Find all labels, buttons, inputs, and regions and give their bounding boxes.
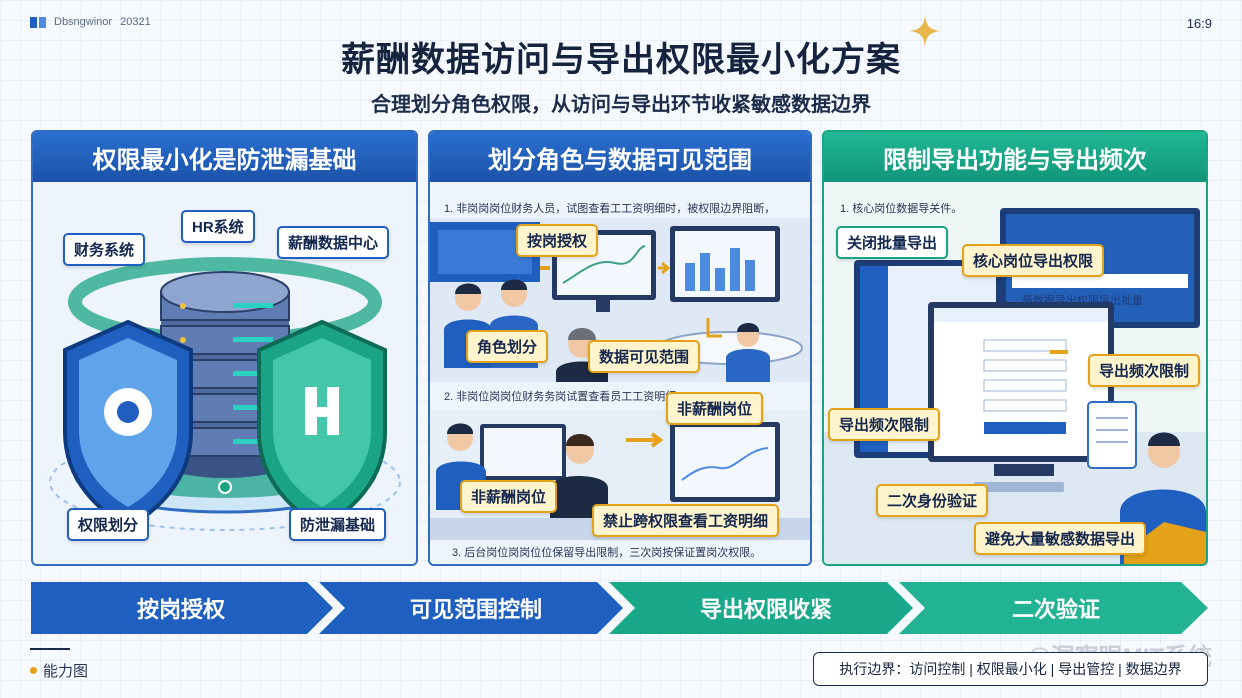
- tag-core-post-export-permission: 核心岗位导出权限: [962, 244, 1105, 277]
- panel-title: 划分角色与数据可见范围: [430, 132, 810, 182]
- step-4: 二次验证: [911, 582, 1201, 634]
- panel-export-limit: 限制导出功能与导出频次 1. 核心岗位数据导关件。: [822, 130, 1208, 566]
- footer-label: 能力图: [30, 660, 88, 681]
- tag-permission-division: 权限划分: [67, 508, 150, 541]
- tag-hr-system: HR系统: [181, 210, 255, 243]
- panel-minimal-permission: 权限最小化是防泄漏基础: [31, 130, 418, 566]
- tag-second-identity-verify: 二次身份验证: [876, 484, 989, 517]
- caption-1: 1. 非岗岗岗位财务人员，试图查看工工资明细时，被权限边界阻断，: [444, 203, 776, 215]
- panel-role-visibility: 划分角色与数据可见范围 1. 非岗岗岗位财务人员，试图查看工工资明细时，被权限边…: [428, 130, 812, 566]
- step-3: 导出权限收紧: [621, 582, 911, 634]
- footer-summary: 执行边界：访问控制 | 权限最小化 | 导出管控 | 数据边界: [813, 652, 1208, 686]
- tag-salary-data-center: 薪酬数据中心: [277, 226, 390, 259]
- bullet-dot-icon: [30, 667, 37, 674]
- brand-logo-icon: [30, 16, 46, 28]
- office-scene-bottom: [430, 410, 810, 540]
- panel-illustration: 1. 非岗岗岗位财务人员，试图查看工工资明细时，被权限边界阻断，: [430, 182, 810, 564]
- panel-illustration: HR系统 财务系统 薪酬数据中心 权限划分 防泄漏基础: [33, 182, 416, 564]
- aspect-ratio-label: 16:9: [1186, 16, 1212, 31]
- tag-disable-batch-export: 关闭批量导出: [836, 226, 949, 259]
- footer-label-text: 能力图: [43, 663, 89, 680]
- tag-data-visible-range: 数据可见范围: [588, 340, 701, 373]
- brand-year: 20321: [120, 16, 151, 28]
- step-1: 按岗授权: [31, 582, 331, 634]
- sparkle-icon: [909, 15, 941, 47]
- caption-1: 1. 核心岗位数据导关件。: [840, 203, 963, 215]
- caption-3: 3. 后台岗位岗岗位位保留导出限制，三次岗按保证置岗次权限。: [452, 547, 762, 559]
- tag-leak-prevention: 防泄漏基础: [289, 508, 387, 541]
- process-steps: 按岗授权 可见范围控制 导出权限收紧 二次验证: [31, 582, 1208, 634]
- step-2-label: 可见范围控制: [409, 597, 542, 622]
- tag-post-authorization: 按岗授权: [516, 224, 599, 257]
- tag-role-division: 角色划分: [466, 330, 549, 363]
- tag-export-frequency-limit-1: 导出频次限制: [1088, 354, 1201, 387]
- tag-non-salary-post-2: 非薪酬岗位: [460, 480, 558, 513]
- tag-non-salary-post-1: 非薪酬岗位: [666, 392, 764, 425]
- panel-illustration: 1. 核心岗位数据导关件。: [824, 182, 1206, 564]
- export-screen-text: 最数据导出权限导出批量: [1022, 295, 1143, 307]
- page-subtitle: 合理划分角色权限，从访问与导出环节收紧敏感数据边界: [371, 94, 871, 116]
- tag-no-cross-permission-view: 禁止跨权限查看工资明细: [592, 504, 780, 537]
- step-3-label: 导出权限收紧: [699, 597, 832, 622]
- tag-export-frequency-limit-2: 导出频次限制: [828, 408, 941, 441]
- database-shield-illustration: [49, 257, 401, 531]
- step-2: 可见范围控制: [331, 582, 621, 634]
- tag-finance-system: 财务系统: [63, 233, 146, 266]
- panel-title: 限制导出功能与导出频次: [824, 132, 1206, 182]
- step-4-label: 二次验证: [1011, 597, 1100, 622]
- process-steps-shapes: [31, 582, 1208, 634]
- step-1-label: 按岗授权: [136, 597, 225, 622]
- header-brand: Dbsngwinor 20321: [30, 16, 151, 28]
- panel-title: 权限最小化是防泄漏基础: [33, 132, 416, 182]
- footer-divider: [30, 648, 70, 650]
- caption-2: 2. 非岗位岗岗位财务务岗试置查看员工工资明细: [444, 391, 677, 403]
- tag-avoid-mass-export: 避免大量敏感数据导出: [974, 522, 1147, 555]
- page-title: 薪酬数据访问与导出权限最小化方案: [341, 41, 901, 79]
- brand-name: Dbsngwinor: [54, 16, 113, 28]
